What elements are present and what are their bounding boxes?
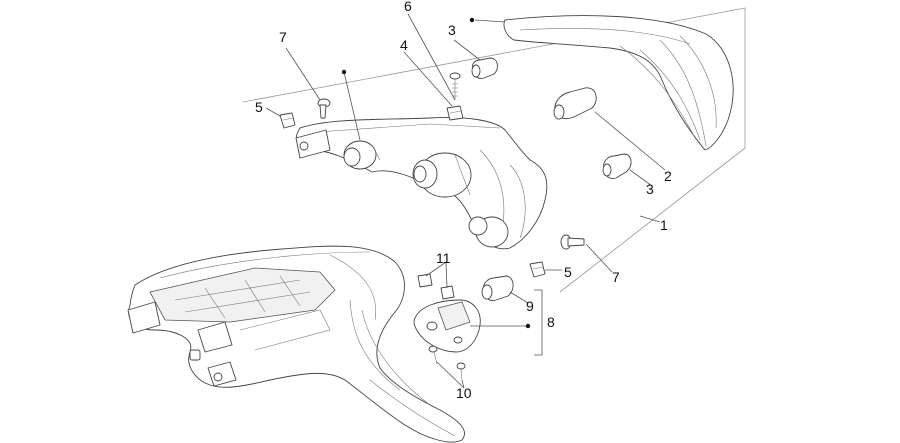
clip-5-lower [529,261,546,278]
bulb-9 [481,275,514,301]
rear-fairing [127,245,465,443]
callout-11: 11 [436,250,451,266]
callout-7-upper: 7 [279,29,287,45]
screw-7-lower [560,234,585,250]
bulb-2 [553,87,597,120]
callout-3-lower: 3 [646,181,654,197]
clip-11-a [417,273,433,288]
bulb-3-lower [602,153,632,179]
callout-5-upper: 5 [255,99,263,115]
socket-lower [468,216,509,248]
callout-labels: 6 3 7 4 5 2 3 1 11 5 7 9 8 10 [255,0,672,401]
leader-lines [265,13,666,389]
callout-10: 10 [456,385,472,401]
callout-6: 6 [404,0,412,14]
clip-5-upper [279,112,296,129]
callout-5-lower: 5 [564,264,572,280]
callout-7-lower: 7 [612,269,620,285]
screw-10-a [428,345,438,365]
screw-6 [449,72,461,100]
callout-4: 4 [400,37,408,53]
callout-1: 1 [660,217,668,233]
callout-2: 2 [664,168,672,184]
callout-3-upper: 3 [448,22,456,38]
light-housing [295,117,548,250]
bulb-3-upper [471,57,498,79]
callout-9: 9 [526,298,534,314]
socket-left [343,140,381,170]
clip-11-b [440,285,455,300]
screw-7-upper [317,98,331,119]
screw-10-b [456,362,466,381]
licence-light-holder [413,299,481,353]
callout-8: 8 [547,314,555,330]
clip-4 [446,105,464,121]
tail-light-lens [503,15,734,151]
socket-center [412,152,472,198]
